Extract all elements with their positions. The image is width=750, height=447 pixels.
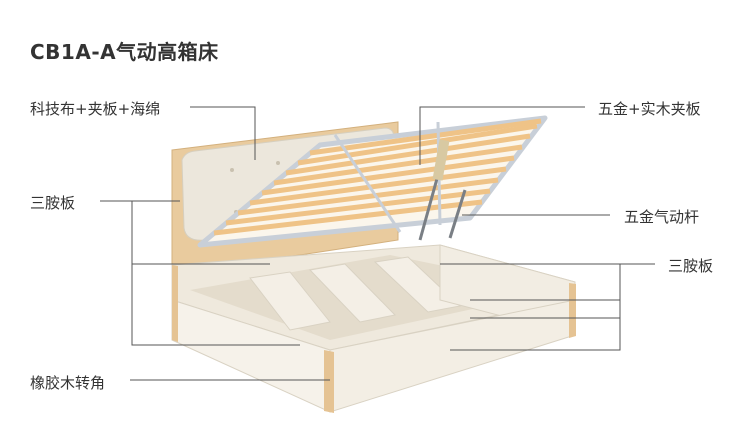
callout-melamine-board-left: 三胺板 (30, 194, 76, 212)
gas-strut (448, 189, 467, 239)
wood-corner (324, 350, 334, 413)
hardware-bracket (432, 139, 450, 181)
gas-strut (418, 174, 440, 241)
callout-melamine-board-right: 三胺板 (668, 257, 714, 275)
storage-box (171, 244, 576, 413)
leader-lines (100, 106, 655, 381)
callout-hardware-solidwood-plywood: 五金+实木夹板 (598, 100, 701, 118)
product-title: CB1A-A气动高箱床 (30, 40, 219, 64)
callout-rubberwood-corner: 橡胶木转角 (30, 374, 106, 392)
callout-fabric-plywood-sponge: 科技布+夹板+海绵 (30, 100, 161, 118)
wood-slats (213, 118, 542, 236)
callout-gas-strut: 五金气动杆 (624, 208, 700, 226)
